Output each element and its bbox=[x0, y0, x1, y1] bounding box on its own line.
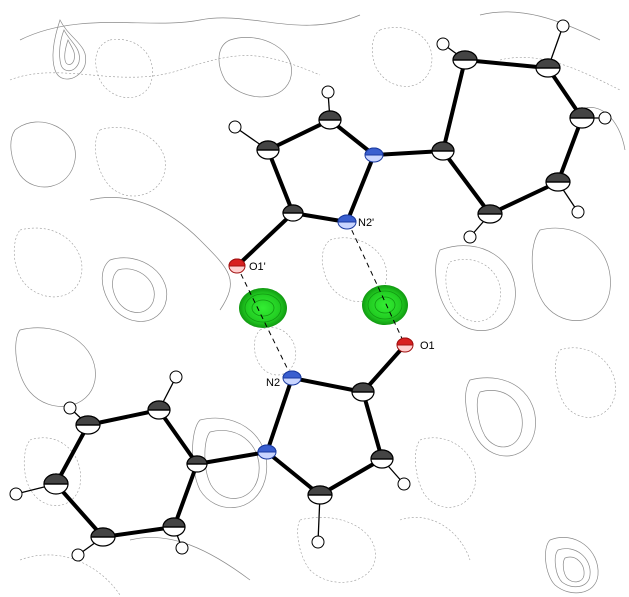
carbon-atom bbox=[351, 382, 375, 402]
nitrogen-atom bbox=[257, 444, 277, 460]
carbon-atom bbox=[147, 400, 171, 420]
carbon-atom bbox=[307, 485, 333, 505]
hydrogen-atom bbox=[598, 111, 612, 125]
label-n2p: N2' bbox=[358, 217, 374, 229]
hydrogen-atom bbox=[571, 205, 585, 219]
carbon-atom bbox=[162, 517, 186, 537]
hydrogen-atom bbox=[397, 477, 411, 491]
oxygen-atom-o1 bbox=[396, 337, 414, 353]
carbon-atom bbox=[186, 455, 208, 473]
label-n2: N2 bbox=[266, 377, 280, 389]
hydrogen-atom bbox=[175, 541, 189, 555]
nitrogen-atom-n2p bbox=[337, 214, 357, 230]
label-o1p: O1' bbox=[249, 261, 266, 273]
hydrogen-atom bbox=[228, 120, 242, 134]
carbon-atom bbox=[431, 141, 455, 161]
density-peaks bbox=[239, 285, 408, 328]
carbon-atom bbox=[569, 107, 595, 129]
carbon-atom bbox=[43, 473, 69, 495]
hydrogen-atom bbox=[436, 37, 450, 51]
bonds bbox=[54, 58, 584, 539]
carbon-atom bbox=[318, 110, 342, 130]
nitrogen-atoms bbox=[257, 147, 384, 460]
label-o1: O1 bbox=[420, 340, 435, 352]
oxygen-atom-o1p bbox=[228, 258, 246, 274]
hydrogen-atom bbox=[71, 548, 85, 562]
carbon-atom bbox=[256, 140, 280, 160]
hbond-o1p-n2 bbox=[236, 265, 293, 379]
carbon-atom bbox=[75, 415, 101, 435]
hbond-n2p-o1 bbox=[347, 221, 406, 346]
oxygen-atoms bbox=[228, 258, 414, 353]
carbon-atom bbox=[370, 449, 394, 469]
carbon-atom bbox=[545, 172, 571, 192]
nitrogen-atom bbox=[364, 147, 384, 163]
carbon-atom bbox=[282, 204, 304, 222]
hydrogen-bonds bbox=[236, 221, 406, 379]
hydrogen-atom bbox=[9, 487, 23, 501]
carbon-atom bbox=[477, 204, 503, 224]
carbon-atoms bbox=[43, 50, 595, 547]
hydrogen-atom bbox=[463, 230, 477, 244]
hydrogen-atom bbox=[321, 85, 335, 99]
hydrogen-atom bbox=[311, 535, 325, 549]
carbon-atom bbox=[535, 58, 561, 78]
contour-lines bbox=[9, 11, 626, 596]
carbon-atom bbox=[452, 50, 478, 70]
hydrogen-atom bbox=[556, 19, 570, 33]
hydrogen-atom bbox=[169, 370, 183, 384]
atom-labels: N2' O1' O1 N2 bbox=[249, 217, 435, 389]
hydrogen-atom bbox=[63, 401, 77, 415]
carbon-atom bbox=[90, 527, 116, 547]
nitrogen-atom-n2 bbox=[282, 370, 302, 386]
hydrogen-atoms bbox=[9, 19, 612, 562]
